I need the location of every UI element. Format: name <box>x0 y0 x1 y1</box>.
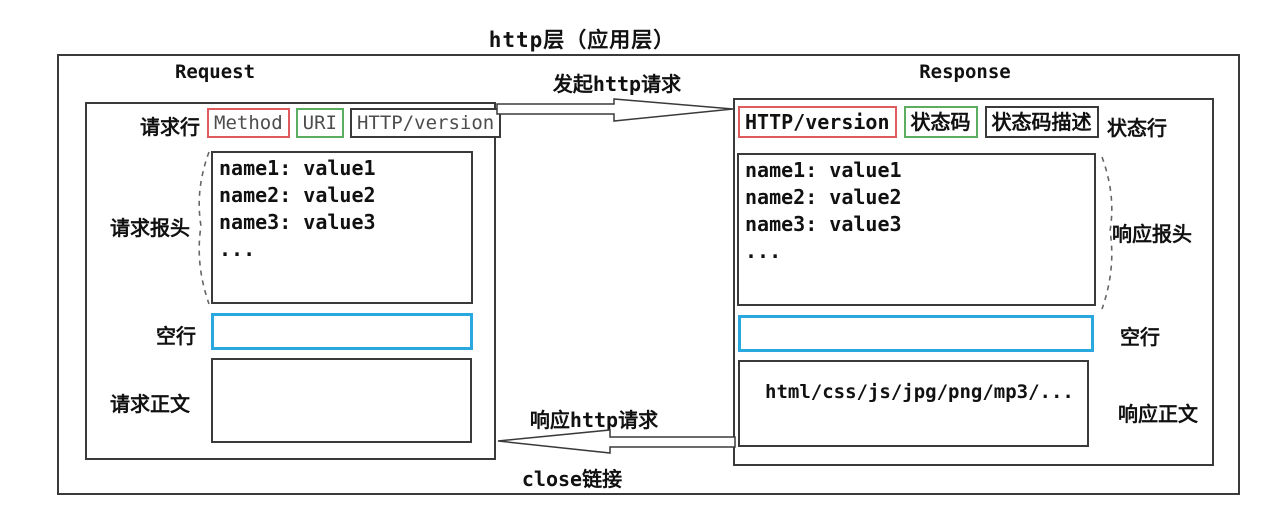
response-title: Response <box>919 61 1011 83</box>
response-http-version-box: HTTP/version <box>738 106 897 138</box>
response-blank-line-box <box>738 315 1094 352</box>
request-arrow-label: 发起http请求 <box>552 72 682 96</box>
request-headers-box: name1: value1 name2: value2 name3: value… <box>211 151 473 304</box>
response-headers-label: 响应报头 <box>1112 222 1192 246</box>
request-header-line: name3: value3 <box>219 210 376 234</box>
diagram-title: http层（应用层） <box>488 28 676 52</box>
request-blank-line-label: 空行 <box>156 324 196 348</box>
request-line-row: Method URI HTTP/version <box>207 108 502 138</box>
response-blank-line-label: 空行 <box>1120 325 1160 349</box>
request-arrow <box>496 98 734 122</box>
response-arrow <box>497 429 736 454</box>
response-body-label: 响应正文 <box>1118 402 1198 426</box>
request-body-box <box>211 358 472 443</box>
response-body-content: html/css/js/jpg/png/mp3/... <box>765 381 1074 403</box>
response-header-line: name2: value2 <box>745 185 902 209</box>
request-blank-line-box <box>211 313 473 350</box>
request-body-label: 请求正文 <box>110 392 190 416</box>
response-header-line: name1: value1 <box>745 158 902 182</box>
request-headers-brace <box>198 151 210 305</box>
status-line-row: HTTP/version 状态码 状态码描述 <box>738 106 1099 138</box>
http-version-box: HTTP/version <box>349 108 502 138</box>
response-body-box: html/css/js/jpg/png/mp3/... <box>738 360 1089 447</box>
status-line-label: 状态行 <box>1107 116 1167 140</box>
response-headers-brace <box>1101 156 1113 310</box>
status-desc-box: 状态码描述 <box>984 106 1099 138</box>
request-header-line: name1: value1 <box>219 156 376 180</box>
close-connection-label: close链接 <box>521 467 623 491</box>
request-title: Request <box>174 61 256 83</box>
uri-box: URI <box>295 108 344 138</box>
request-headers-label: 请求报头 <box>110 216 190 240</box>
response-header-line: ... <box>745 239 782 263</box>
request-line-label: 请求行 <box>140 115 200 139</box>
request-header-line: ... <box>219 237 256 261</box>
response-arrow-label: 响应http请求 <box>529 408 659 432</box>
response-header-line: name3: value3 <box>745 212 902 236</box>
request-header-line: name2: value2 <box>219 183 376 207</box>
status-code-box: 状态码 <box>903 106 978 138</box>
response-headers-box: name1: value1 name2: value2 name3: value… <box>737 153 1096 306</box>
method-box: Method <box>207 108 290 138</box>
